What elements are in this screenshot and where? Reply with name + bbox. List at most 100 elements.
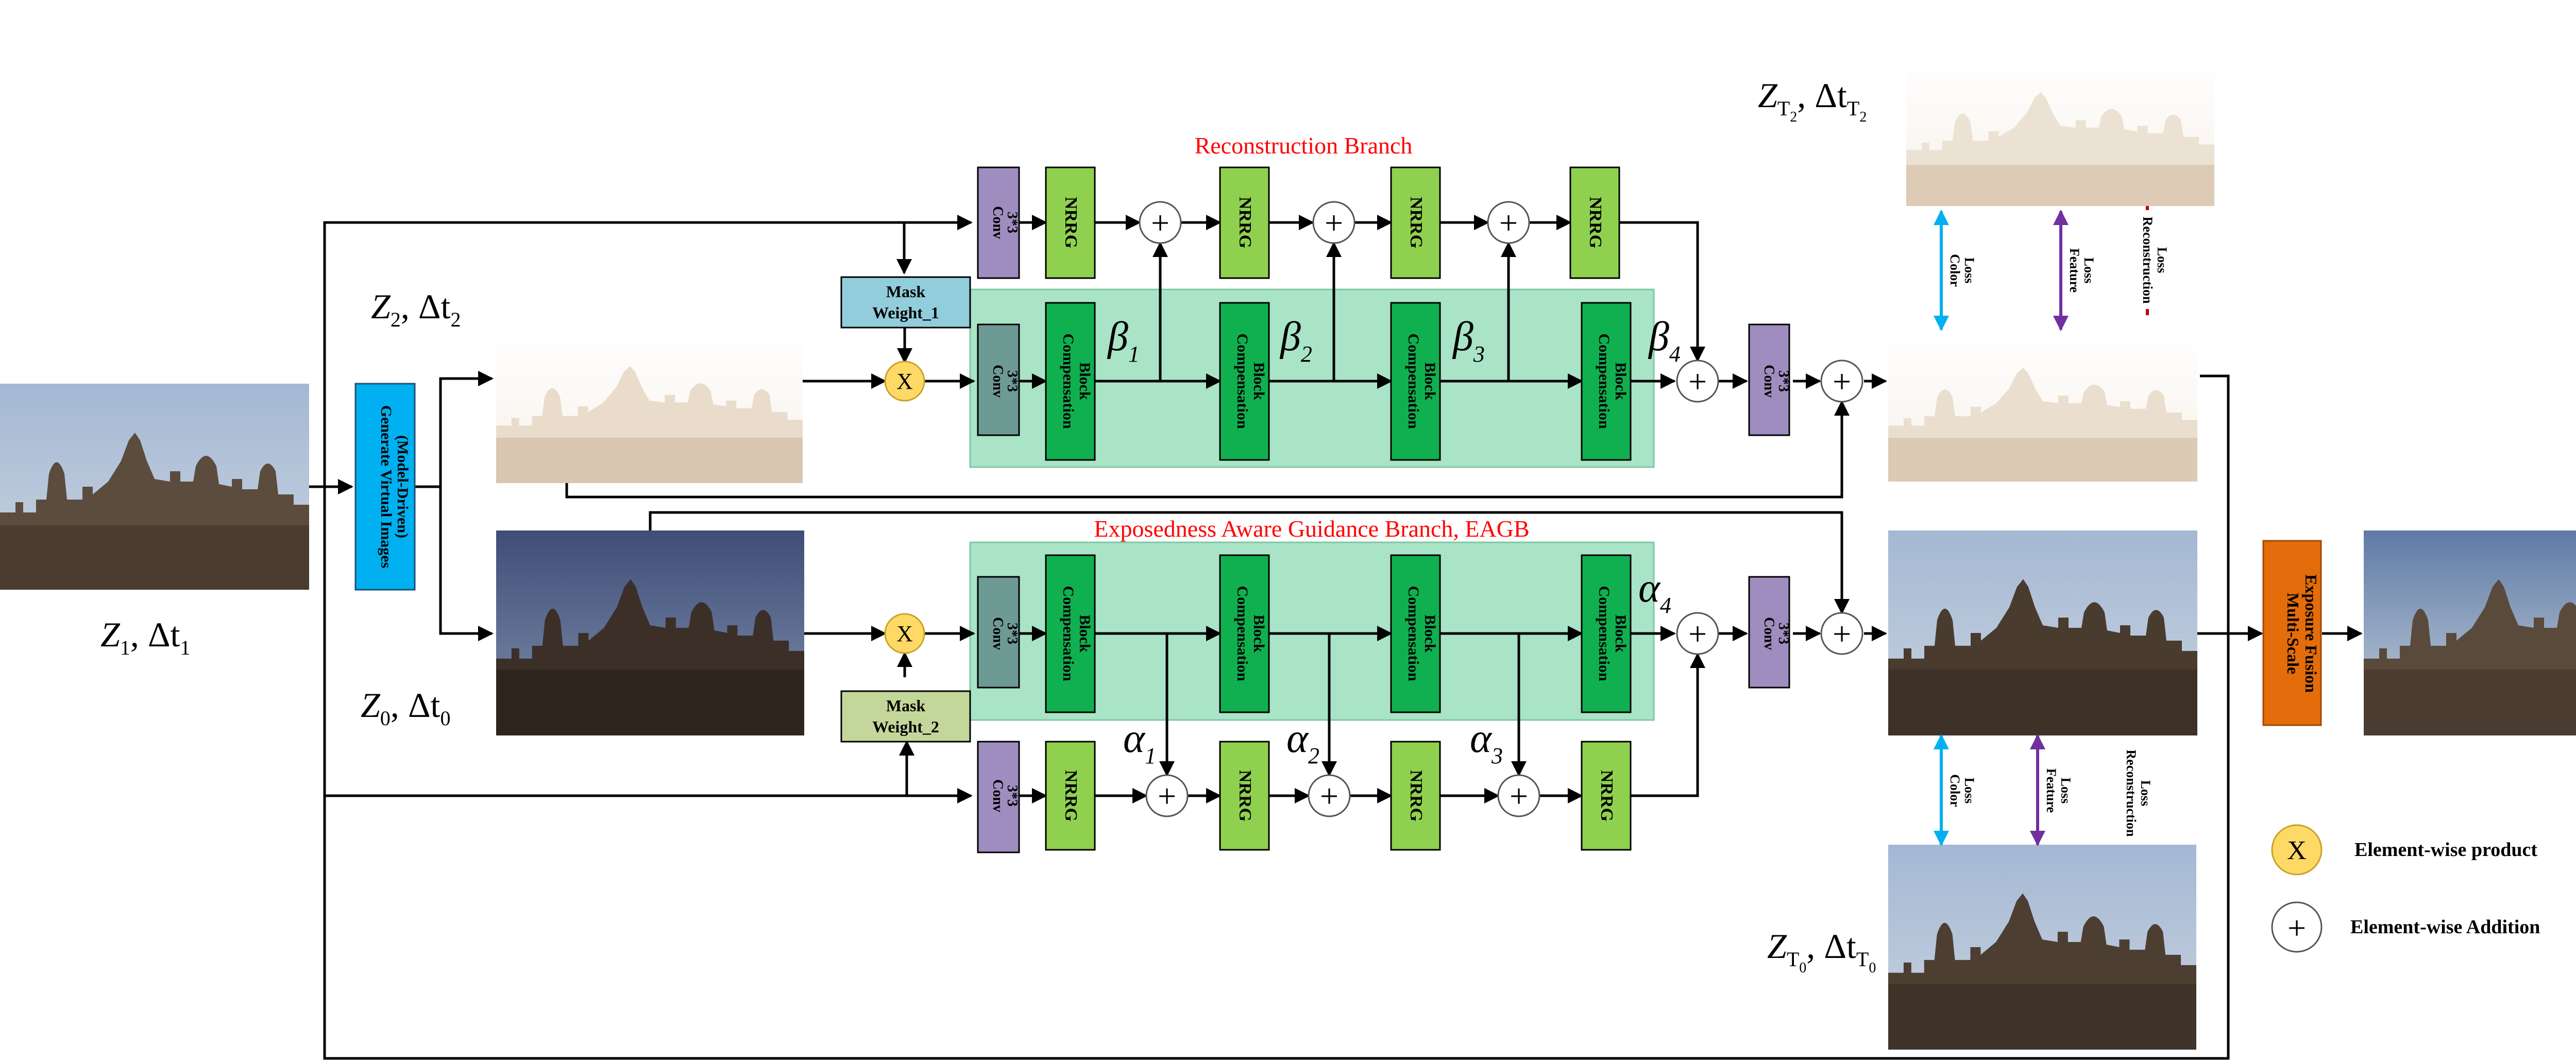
mask-weight-2-line2: Weight_2 (872, 717, 939, 736)
beta-labels: β1 β2 β3 β4 (1107, 314, 1681, 367)
nrrg-block-bottom-4: NRRG (1581, 741, 1632, 851)
svg-text:Block: Block (1421, 362, 1438, 400)
svg-text:Color: Color (1947, 774, 1962, 807)
compensation-block-lower-1: Compensation Block (1045, 554, 1096, 713)
svg-text:+: + (1833, 363, 1851, 400)
svg-text:Compensation: Compensation (1234, 586, 1251, 681)
nrrg-block-top-3: NRRG (1390, 166, 1441, 279)
mask-weight-1-line2: Weight_1 (872, 303, 939, 322)
svg-text:Compensation: Compensation (1405, 586, 1422, 681)
addition-nodes (1139, 201, 2323, 953)
svg-text:Color: Color (1947, 254, 1962, 287)
fused-output-photo (2364, 530, 2576, 735)
add-node-bottom-1 (1145, 774, 1189, 817)
legend-add-circle (2271, 901, 2323, 953)
svg-text:Conv: Conv (1761, 617, 1777, 650)
svg-text:Block: Block (1250, 362, 1267, 400)
svg-text:X: X (2287, 836, 2307, 865)
addition-symbols: + + + + + + + + + + + (1151, 204, 2306, 946)
svg-text:Block: Block (1076, 614, 1093, 653)
svg-text:+: + (2287, 910, 2306, 946)
svg-text:α1: α1 (1123, 716, 1156, 768)
svg-text:Compensation: Compensation (1060, 333, 1077, 429)
svg-text:Compensation: Compensation (1060, 586, 1077, 681)
conv-block-upper-branch: Conv 3*3 (977, 323, 1020, 436)
svg-text:NRRG: NRRG (1061, 770, 1080, 821)
svg-text:+: + (1151, 204, 1170, 241)
svg-text:Block: Block (1421, 614, 1438, 653)
svg-text:Loss: Loss (2155, 247, 2170, 273)
product-node-upper: X (884, 361, 925, 402)
svg-text:3*3: 3*3 (1004, 212, 1020, 233)
eagb-branch-title: Exposedness Aware Guidance Branch, EAGB (1094, 516, 1529, 542)
svg-text:Conv: Conv (990, 617, 1006, 650)
compensation-block-upper-2: Compensation Block (1219, 302, 1270, 461)
svg-text:β1: β1 (1107, 314, 1140, 367)
svg-text:Block: Block (1076, 362, 1093, 400)
connections (309, 215, 2363, 1060)
add-node-lower-out (1820, 612, 1863, 655)
svg-text:3*3: 3*3 (1775, 370, 1791, 392)
svg-text:+: + (1510, 778, 1528, 814)
virtual-photo-z2 (496, 330, 803, 483)
generate-label-1: Generate Virtual Images (378, 405, 395, 569)
svg-text:Conv: Conv (1761, 365, 1777, 398)
svg-text:Compensation: Compensation (1405, 333, 1422, 429)
svg-text:NRRG: NRRG (1406, 197, 1426, 248)
fusion-block: Multi-Scale Exposure Fusion (2262, 540, 2322, 726)
mask-weight-2-line1: Mask (886, 696, 926, 715)
svg-text:β3: β3 (1452, 314, 1485, 367)
legend-addition-text: Element-wise Addition (2350, 916, 2540, 938)
svg-text:α2: α2 (1286, 716, 1319, 768)
label-zt2: ZT2, ΔtT2 (1758, 76, 1867, 125)
alpha-labels: α1 α2 α3 α4 (1123, 566, 1671, 768)
conv-block-lower-nrrg: Conv 3*3 (977, 741, 1020, 853)
compensation-block-upper-1: Compensation Block (1045, 302, 1096, 461)
svg-text:Loss: Loss (2138, 780, 2153, 807)
svg-text:Compensation: Compensation (1596, 333, 1613, 429)
svg-text:NRRG: NRRG (1061, 197, 1080, 248)
svg-text:Generate Virtual Images: Generate Virtual Images (378, 405, 395, 569)
add-node-upper-out (1820, 359, 1863, 403)
add-node-upper-beta4 (1676, 359, 1719, 403)
svg-text:+: + (1688, 615, 1707, 652)
svg-text:Conv: Conv (990, 779, 1006, 812)
svg-text:β4: β4 (1648, 314, 1681, 367)
svg-text:NRRG: NRRG (1597, 770, 1616, 821)
label-zt0: ZT0, ΔtT0 (1767, 927, 1876, 976)
loss-group-lower: Color Loss Feature Loss Reconstruction L… (1934, 734, 2153, 846)
product-node-lower: X (884, 613, 925, 654)
svg-text:β2: β2 (1279, 314, 1312, 367)
legend-product-circle (2271, 824, 2323, 876)
reconstruction-branch-title: Reconstruction Branch (1195, 132, 1413, 159)
loss-group-upper: Color Loss Feature Loss Reconstruction L… (1934, 206, 2170, 331)
product-symbol-upper: X (896, 369, 913, 394)
svg-text:Compensation: Compensation (1596, 586, 1613, 681)
svg-text:α3: α3 (1470, 716, 1503, 768)
generate-virtual-images-block: Generate Virtual Images (Model-Driven) (354, 383, 416, 591)
add-node-lower-alpha4 (1676, 612, 1719, 655)
svg-text:Exposure Fusion: Exposure Fusion (2302, 574, 2320, 693)
svg-text:α4: α4 (1638, 566, 1671, 618)
virtual-photo-z0 (496, 530, 804, 735)
compensation-block-upper-4: Compensation Block (1581, 302, 1632, 461)
svg-text:Feature: Feature (2067, 248, 2082, 293)
svg-text:Conv: Conv (990, 365, 1006, 398)
svg-text:Reconstruction: Reconstruction (2140, 217, 2155, 304)
compensation-block-lower-4: Compensation Block (1581, 554, 1632, 713)
svg-text:3*3: 3*3 (1004, 785, 1020, 807)
add-node-top-2 (1312, 201, 1355, 244)
target-photo-zt0 (1888, 845, 2196, 1050)
svg-text:+: + (1688, 363, 1707, 400)
nrrg-block-top-1: NRRG (1045, 166, 1096, 279)
svg-text:NRRG: NRRG (1235, 770, 1255, 821)
nrrg-block-bottom-2: NRRG (1219, 741, 1270, 851)
svg-text:Multi-Scale: Multi-Scale (2284, 593, 2302, 674)
legend: X Element-wise product Element-wise Addi… (2271, 824, 2540, 938)
svg-text:+: + (1833, 615, 1851, 652)
label-z2: Z2, Δt2 (371, 287, 461, 331)
label-z1: Z1, Δt1 (100, 615, 190, 659)
label-z0: Z0, Δt0 (361, 686, 450, 730)
conv-block-recon: Conv 3*3 (977, 166, 1020, 279)
